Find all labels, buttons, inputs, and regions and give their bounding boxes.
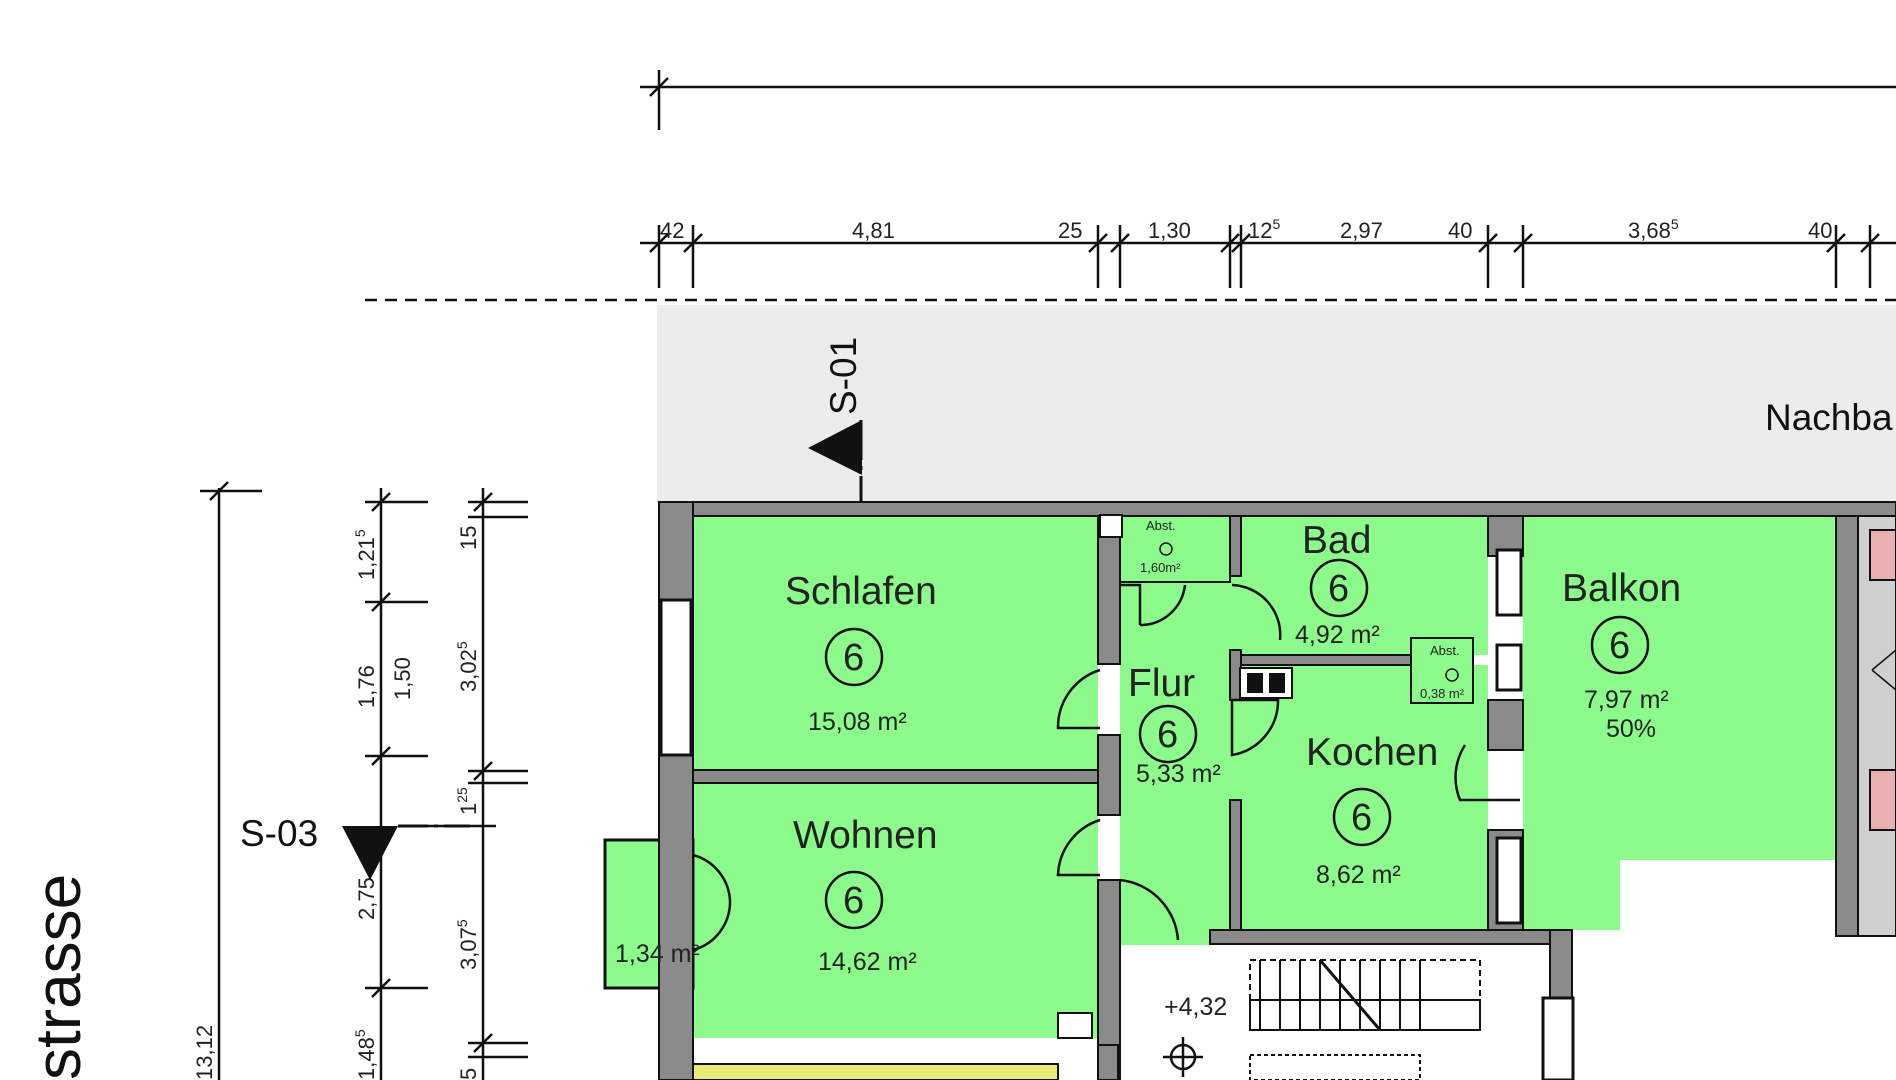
dim-label: 1,50 — [390, 657, 415, 700]
room-number: 6 — [1157, 714, 1178, 756]
stove-icon — [1239, 667, 1293, 699]
room-name: Bad — [1302, 519, 1371, 562]
section-arrow-icon — [808, 420, 862, 475]
level-marker-value: +4,32 — [1164, 993, 1227, 1021]
room-balkon-fill — [1523, 515, 1836, 930]
room-area: 5,33 m² — [1136, 760, 1221, 788]
door-swings — [692, 583, 1520, 952]
kitchen-strip — [692, 1063, 1059, 1080]
dim-label: 1,485 — [352, 1029, 379, 1080]
shaft-label: Abst. — [1146, 518, 1176, 533]
left-dimension-lines — [200, 481, 528, 1080]
section-marker-s03: S-03 — [240, 813, 470, 880]
neighbor-label: Nachba — [1765, 397, 1893, 438]
room-number: 6 — [843, 637, 864, 679]
top-dimension-labels: 42 4,81 25 1,30 125 2,97 40 3,685 40 — [660, 216, 1832, 243]
room-label-wohnen: Wohnen 6 14,62 m² — [793, 814, 938, 976]
radiator-icon — [1057, 1012, 1093, 1039]
overall-top-dimension — [640, 70, 1896, 130]
room-number: 6 — [1328, 568, 1349, 610]
dim-label: 25 — [1058, 218, 1082, 243]
top-dimension-chain — [640, 225, 1896, 288]
section-marker-s01-label: S-01 — [823, 337, 864, 415]
shafts: Abst. 1,60m² Abst. 0,38 m² — [1119, 515, 1474, 704]
room-name: Wohnen — [793, 814, 938, 857]
dim-label: 1,215 — [352, 529, 379, 580]
dim-label: 1,76 — [354, 665, 379, 708]
room-area: 8,62 m² — [1316, 861, 1401, 889]
room-label-kochen: Kochen 6 8,62 m² — [1306, 731, 1438, 889]
shaft-area: 0,38 m² — [1420, 686, 1465, 701]
room-label-bad: Bad 6 4,92 m² — [1295, 519, 1380, 649]
neighbor-area — [657, 305, 1896, 502]
room-label-schlafen: Schlafen 6 15,08 m² — [785, 570, 937, 736]
room-area: 4,92 m² — [1295, 621, 1380, 649]
dim-label: 125 — [454, 787, 481, 815]
dim-label: 13,12 — [192, 1025, 217, 1080]
dim-label: 3,685 — [1628, 216, 1679, 243]
level-marker: +4,32 — [1163, 993, 1227, 1077]
room-name: Balkon — [1562, 567, 1681, 610]
dim-label: 125 — [1248, 216, 1280, 243]
dim-label: 40 — [1808, 218, 1832, 243]
dim-label: 5 — [456, 1068, 481, 1080]
left-dimension-labels: 13,12 1,215 1,76 1,50 2,75 1,485 15 3,02… — [192, 526, 481, 1080]
small-balcony-area: 1,34 m² — [615, 940, 700, 968]
dim-label: 42 — [660, 218, 684, 243]
room-label-balkon: Balkon 6 7,97 m² 50% — [1562, 567, 1681, 743]
radiator-icon — [1099, 514, 1123, 538]
room-number: 6 — [1609, 625, 1630, 667]
room-area: 14,62 m² — [818, 948, 917, 976]
dim-label: 1,30 — [1148, 218, 1191, 243]
shaft-area: 1,60m² — [1140, 560, 1181, 575]
room-name: Flur — [1128, 662, 1195, 705]
room-area: 7,97 m² — [1584, 686, 1669, 714]
shaft-label: Abst. — [1430, 643, 1460, 658]
room-area: 15,08 m² — [808, 708, 907, 736]
room-wohnen-fill — [693, 783, 1098, 1038]
dim-label: 3,025 — [454, 641, 481, 692]
room-schlafen-fill — [693, 515, 1098, 770]
dim-label: 2,75 — [354, 877, 379, 920]
dim-label: 2,97 — [1340, 218, 1383, 243]
room-number: 6 — [843, 880, 864, 922]
dim-label: 40 — [1448, 218, 1472, 243]
room-label-flur: Flur 6 5,33 m² — [1128, 662, 1221, 788]
section-arrow-icon — [342, 826, 398, 880]
neighbor-unit — [1857, 515, 1896, 937]
section-marker-s03-label: S-03 — [240, 813, 318, 854]
room-kochen-fill — [1241, 665, 1488, 930]
room-bad-fill — [1241, 515, 1488, 655]
stairwell — [1249, 959, 1481, 1080]
room-number: 6 — [1351, 797, 1372, 839]
street-label: strasse — [22, 874, 94, 1080]
room-name: Schlafen — [785, 570, 937, 613]
dim-label: 4,81 — [852, 218, 895, 243]
dim-label: 3,075 — [454, 919, 481, 970]
room-name: Kochen — [1306, 731, 1438, 774]
windows — [659, 548, 1575, 1080]
dim-label: 15 — [456, 526, 481, 550]
room-extra: 50% — [1606, 715, 1656, 743]
